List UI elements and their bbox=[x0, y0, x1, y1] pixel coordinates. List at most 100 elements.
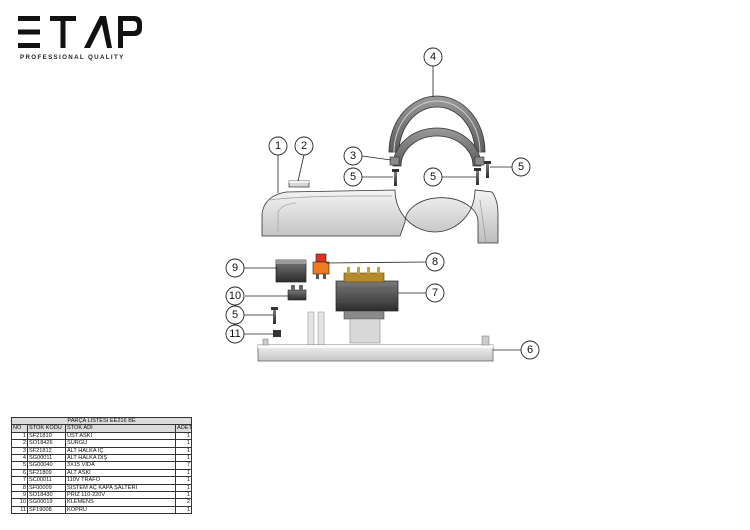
row-name: ALT HALKA DIŞ bbox=[65, 453, 176, 463]
row-qty: 1 bbox=[174, 439, 193, 448]
row-code: SF19008 bbox=[27, 505, 66, 515]
callout-7: 7 bbox=[425, 283, 445, 303]
svg-text:2: 2 bbox=[301, 140, 307, 152]
svg-text:5: 5 bbox=[350, 171, 356, 183]
leader-lines bbox=[244, 66, 521, 351]
part-4-outer-ring bbox=[388, 95, 486, 153]
callout-4: 4 bbox=[423, 47, 443, 67]
row-code: SF21812 bbox=[27, 446, 66, 455]
header-stock-name: STOK ADI bbox=[65, 424, 176, 433]
row-qty: 1 bbox=[174, 483, 193, 492]
parts-table-title: PARÇA LİSTESİ EE216 BE bbox=[10, 416, 193, 426]
header-quantity: ADET bbox=[174, 424, 193, 433]
row-no: 7 bbox=[11, 476, 28, 485]
svg-text:10: 10 bbox=[229, 290, 241, 302]
header-no: NO bbox=[11, 424, 28, 433]
svg-text:3: 3 bbox=[350, 150, 356, 162]
svg-text:5: 5 bbox=[232, 309, 238, 321]
part-3-inner-ring bbox=[389, 127, 485, 167]
callout-2: 2 bbox=[294, 136, 314, 156]
row-qty: 1 bbox=[174, 453, 193, 463]
screw-lower-left bbox=[271, 307, 278, 324]
svg-text:4: 4 bbox=[430, 51, 436, 63]
svg-text:6: 6 bbox=[527, 344, 533, 356]
row-no: 9 bbox=[11, 490, 28, 500]
screw-upper-right bbox=[484, 161, 491, 178]
callout-6: 6 bbox=[520, 340, 540, 360]
row-no: 11 bbox=[11, 505, 28, 515]
svg-text:1: 1 bbox=[275, 140, 281, 152]
svg-text:7: 7 bbox=[432, 287, 438, 299]
etap-logo: PROFESSIONAL QUALITY bbox=[18, 14, 148, 61]
row-qty: 1 bbox=[174, 476, 193, 485]
svg-text:5: 5 bbox=[430, 171, 436, 183]
part-2-slider bbox=[288, 180, 310, 188]
part-6-base-plate bbox=[257, 311, 494, 362]
row-name: SURGU bbox=[65, 439, 176, 448]
row-qty: 1 bbox=[174, 505, 193, 515]
header-stock-code: STOK KODU bbox=[27, 424, 66, 433]
row-name: ÜST ASKI bbox=[65, 431, 176, 441]
row-qty: 7 bbox=[174, 461, 193, 470]
part-10-terminal-block bbox=[287, 285, 307, 301]
svg-text:11: 11 bbox=[229, 328, 240, 340]
row-code: SF21810 bbox=[27, 431, 66, 441]
svg-text:8: 8 bbox=[432, 256, 438, 268]
row-no: 6 bbox=[11, 468, 28, 478]
row-code: SF21809 bbox=[27, 468, 66, 478]
row-code: SC00011 bbox=[27, 476, 66, 485]
row-name: 110V TRAFO bbox=[65, 476, 176, 485]
callout-3: 3 bbox=[343, 146, 363, 166]
part-1-upper-housing bbox=[261, 189, 499, 244]
row-qty: 2 bbox=[174, 498, 193, 507]
callout-5-a: 5 bbox=[343, 167, 363, 187]
row-code: SO18426 bbox=[27, 439, 66, 448]
row-name: ALT ASKI bbox=[65, 468, 176, 478]
callout-5-d: 5 bbox=[225, 305, 245, 325]
row-name: KLEMENS bbox=[65, 498, 176, 507]
parts-table-header-row: NO STOK KODU STOK ADI ADET bbox=[11, 424, 193, 433]
part-9-socket bbox=[275, 259, 307, 283]
svg-text:9: 9 bbox=[232, 262, 238, 274]
row-name: ALT HALKA İÇ bbox=[65, 446, 176, 455]
row-no: 10 bbox=[11, 498, 28, 507]
row-code: SG00019 bbox=[27, 498, 66, 507]
row-qty: 1 bbox=[174, 431, 193, 441]
row-name: SİSTEM AÇ KAPA ŞALTERİ bbox=[65, 483, 176, 492]
row-no: 3 bbox=[11, 446, 28, 455]
screw-upper-left bbox=[392, 169, 399, 186]
row-no: 8 bbox=[11, 483, 28, 492]
row-name: 3X15 VİDA bbox=[65, 461, 176, 470]
row-no: 5 bbox=[11, 461, 28, 470]
row-no: 4 bbox=[11, 453, 28, 463]
callout-5-c: 5 bbox=[511, 157, 531, 177]
callout-1: 1 bbox=[268, 136, 288, 156]
part-7-transformer bbox=[335, 267, 399, 344]
part-8-switch bbox=[312, 253, 330, 279]
row-no: 2 bbox=[11, 439, 28, 448]
row-name: PRİZ 110-220V bbox=[65, 490, 176, 500]
row-qty: 1 bbox=[174, 446, 193, 455]
callout-5-b: 5 bbox=[423, 167, 443, 187]
part-11-bridge bbox=[273, 330, 281, 337]
callout-11: 11 bbox=[225, 324, 245, 344]
svg-text:5: 5 bbox=[518, 161, 524, 173]
callout-9: 9 bbox=[225, 258, 245, 278]
row-code: SG00040 bbox=[27, 461, 66, 470]
etap-logo-mark bbox=[18, 16, 142, 48]
row-code: SO18430 bbox=[27, 490, 66, 500]
row-name: KOPRÜ bbox=[65, 505, 176, 515]
row-code: SF00009 bbox=[27, 483, 66, 492]
callout-8: 8 bbox=[425, 252, 445, 272]
